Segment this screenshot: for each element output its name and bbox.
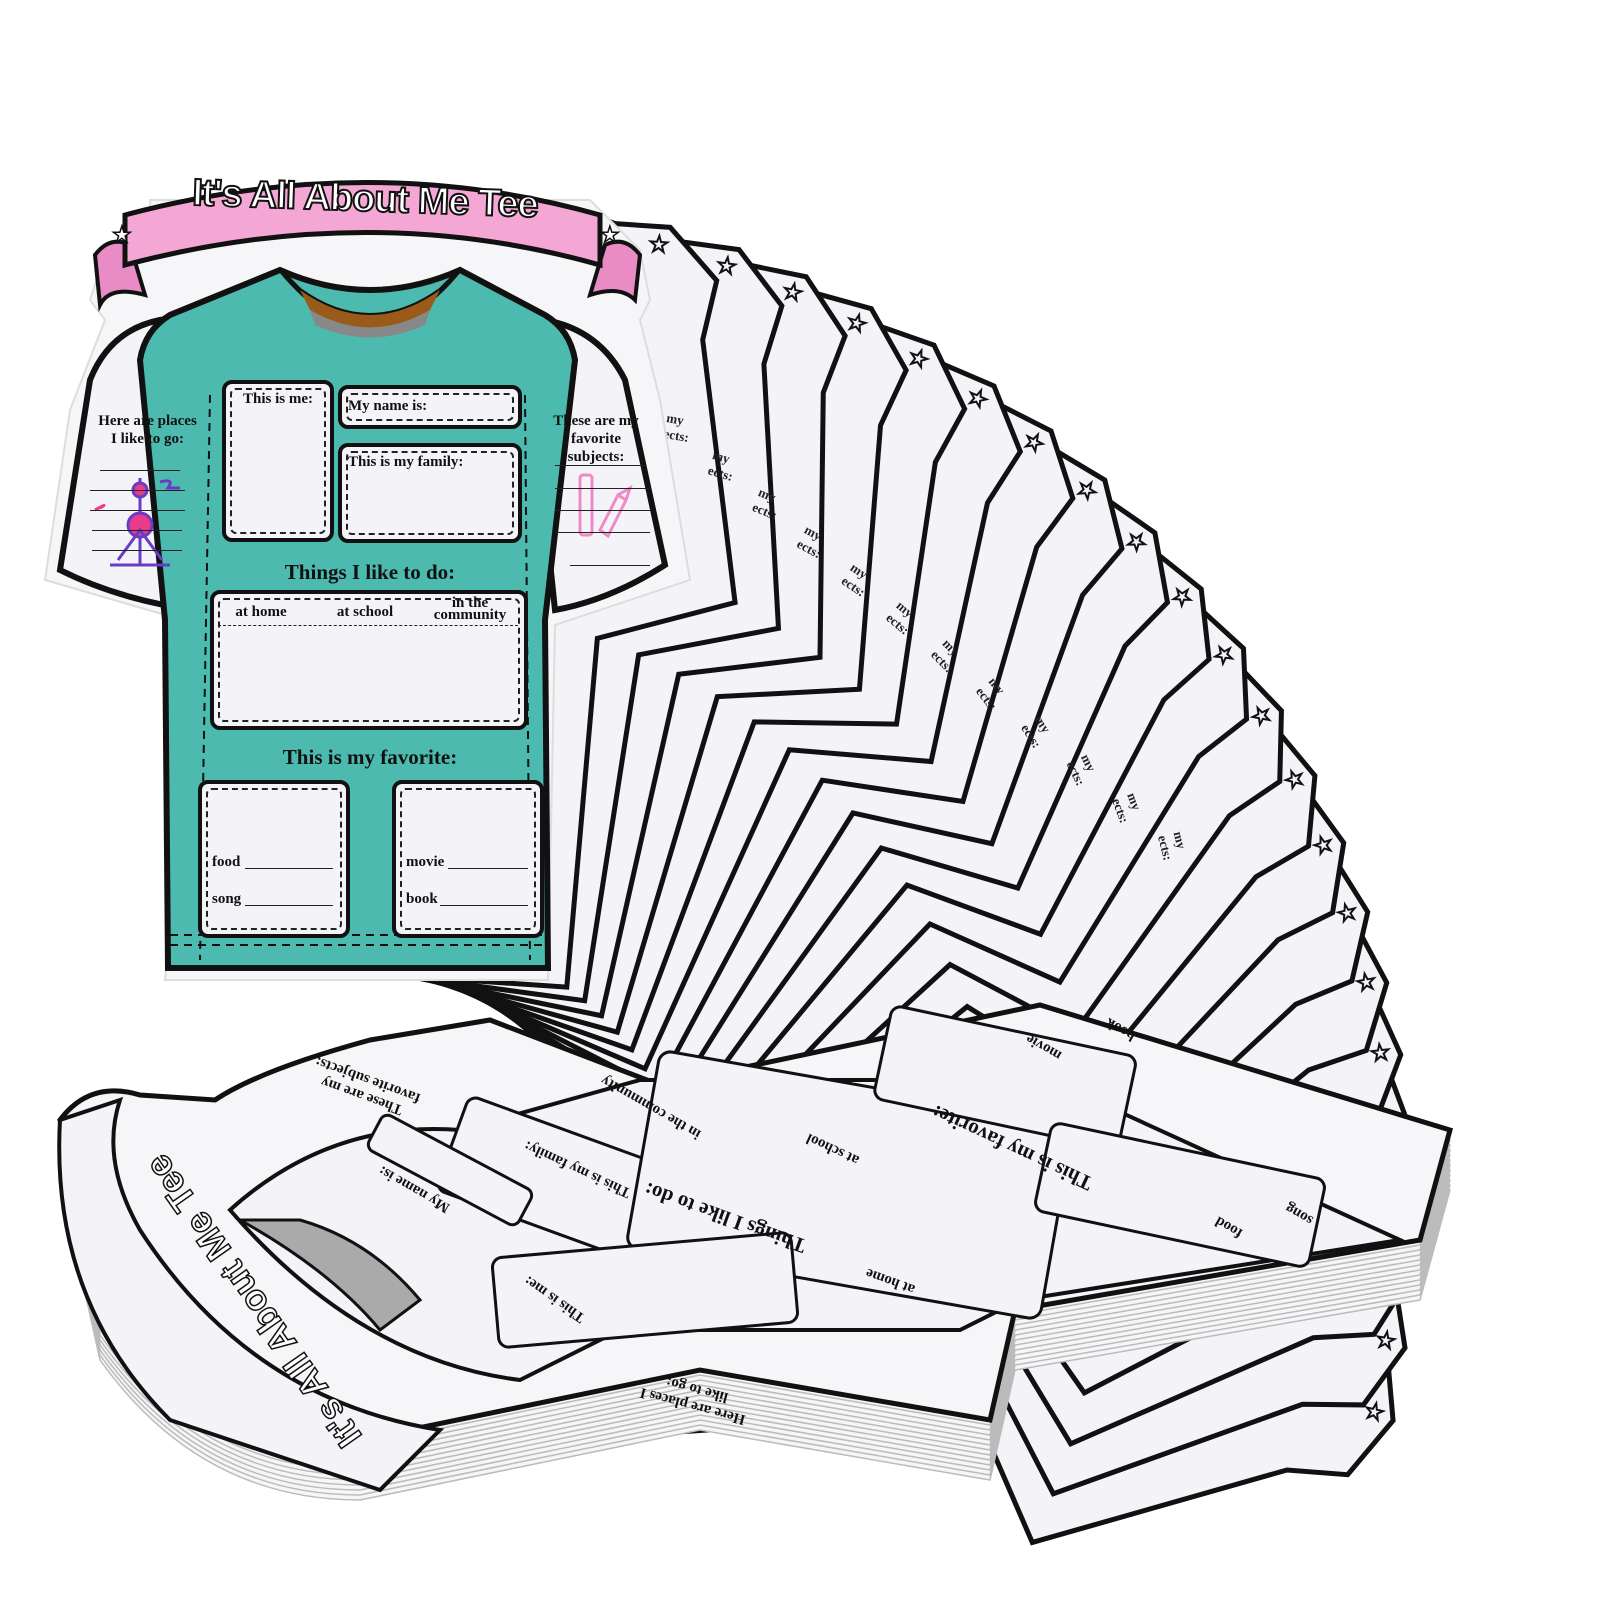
movie-label: movie — [406, 854, 445, 870]
pocket-right — [392, 780, 544, 938]
subjects-label: These are my favorite subjects: — [553, 413, 639, 465]
family-label: This is my family: — [348, 454, 464, 470]
book-label: book — [406, 891, 438, 907]
name-label: My name is: — [348, 398, 428, 414]
places-label: Here are places I like to go: — [98, 413, 197, 447]
star-icon: ★ — [715, 252, 738, 279]
family-box — [338, 443, 522, 543]
things-heading: Things I like to do: — [284, 560, 456, 584]
title-banner — [92, 239, 643, 313]
favorite-heading: This is my favorite: — [282, 745, 458, 769]
community-label: in the community — [433, 595, 507, 623]
star-icon: ★ — [599, 221, 620, 248]
this-is-me-label: This is me: — [242, 391, 313, 407]
things-box — [210, 590, 528, 730]
pocket-left — [198, 780, 350, 938]
at-school-label: at school — [336, 604, 394, 620]
this-is-me-box — [222, 380, 334, 542]
food-label: food — [212, 854, 241, 870]
name-box — [338, 385, 522, 429]
star-icon: ★ — [111, 221, 132, 248]
star-icon: ★ — [1361, 1401, 1388, 1423]
at-home-label: at home — [235, 604, 287, 620]
star-icon: ★ — [648, 231, 669, 257]
song-label: song — [212, 891, 242, 907]
